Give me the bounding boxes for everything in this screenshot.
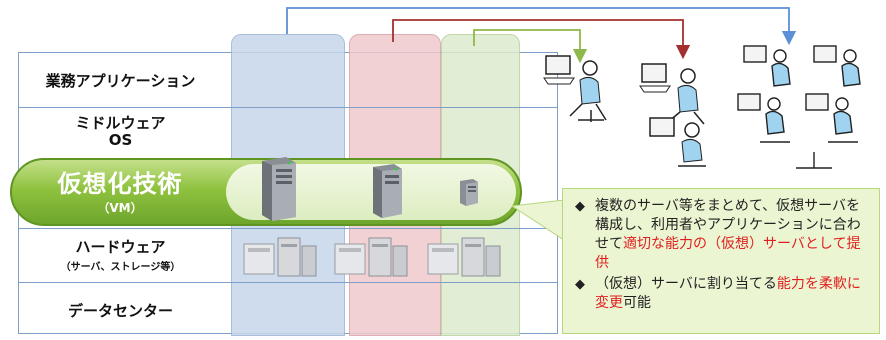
virtual-server-icon bbox=[460, 179, 478, 206]
vm-label: （VM） bbox=[97, 201, 143, 215]
arrow-blue bbox=[286, 7, 797, 46]
layer-label-datacenter: データセンター bbox=[67, 302, 173, 320]
diamond-icon: ◆ bbox=[575, 199, 585, 214]
layer-label-middleware: ミドルウェア bbox=[75, 114, 166, 132]
layer-label-hardware-sub: （サーバ、ストレージ等） bbox=[60, 262, 181, 273]
user-group-icon bbox=[737, 45, 861, 169]
arrow-green bbox=[473, 29, 588, 64]
arrow-red bbox=[392, 19, 691, 60]
arrows bbox=[286, 7, 797, 64]
divider bbox=[18, 107, 558, 108]
divider bbox=[18, 228, 558, 229]
layer-label-hardware: ハードウェア bbox=[75, 238, 166, 256]
callout-highlight: 能力を柔軟に変更 bbox=[595, 276, 861, 311]
callout-bullet: ◆ （仮想）サーバに割り当てる能力を柔軟に変更可能 bbox=[575, 275, 869, 313]
layer-label-os: OS bbox=[108, 131, 133, 149]
hardware-server-icon bbox=[427, 237, 501, 277]
callout-text: （仮想）サーバに割り当てる bbox=[595, 276, 777, 292]
hardware-server-icon bbox=[334, 237, 408, 277]
user-workstation-icon bbox=[639, 63, 706, 167]
layer-label-application: 業務アプリケーション bbox=[45, 72, 196, 90]
virtualization-label: 仮想化技術 bbox=[57, 170, 183, 198]
callout-bullet: ◆ 複数のサーバ等をまとめて、仮想サーバを構成し、利用者やアプリケーションに合わ… bbox=[575, 197, 869, 273]
callout-text: 複数のサーバ等をまとめて、仮想サーバを構成し、利用者やアプリケーションに合わせて bbox=[595, 198, 861, 252]
hardware-server-icon bbox=[243, 237, 317, 277]
divider bbox=[18, 282, 558, 283]
description-callout: ◆ 複数のサーバ等をまとめて、仮想サーバを構成し、利用者やアプリケーションに合わ… bbox=[562, 188, 880, 334]
callout-bullet-text: 複数のサーバ等をまとめて、仮想サーバを構成し、利用者やアプリケーションに合わせて… bbox=[595, 197, 869, 273]
callout-bullet-text: （仮想）サーバに割り当てる能力を柔軟に変更可能 bbox=[595, 275, 869, 313]
callout-highlight: 適切な能力の（仮想）サーバとして提供 bbox=[595, 236, 861, 271]
virtual-server-icon bbox=[373, 164, 402, 218]
callout-text: 可能 bbox=[623, 295, 651, 311]
diamond-icon: ◆ bbox=[575, 277, 585, 292]
user-workstation-icon bbox=[543, 55, 607, 122]
virtual-server-icon bbox=[262, 157, 296, 221]
callout-pointer bbox=[512, 200, 564, 241]
